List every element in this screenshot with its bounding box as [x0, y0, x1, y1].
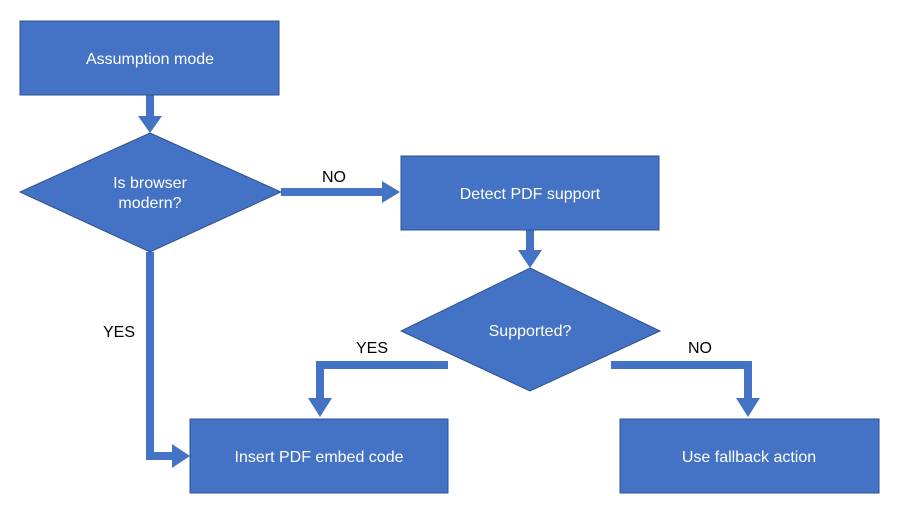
decision-browser-modern: Is browser modern? [18, 132, 283, 253]
node-assumption-mode-label: Assumption mode [86, 51, 214, 68]
edge-label-browser-yes: YES [103, 324, 135, 341]
arrowhead-detect-to-supported [518, 250, 542, 268]
decision-supported-label: Supported? [489, 323, 572, 340]
edge-label-supported-no: NO [688, 340, 712, 357]
decision-browser-modern-line1: Is browser [113, 175, 187, 192]
edge-label-supported-yes: YES [356, 340, 388, 357]
node-use-fallback-action: Use fallback action [619, 418, 880, 494]
decision-browser-modern-line2: modern? [118, 195, 181, 212]
connector-supported-yes [316, 361, 448, 400]
arrowhead-browser-yes [172, 444, 190, 468]
node-detect-pdf-support: Detect PDF support [400, 155, 660, 231]
node-insert-pdf-embed-code-label: Insert PDF embed code [235, 449, 404, 466]
node-use-fallback-action-label: Use fallback action [682, 449, 816, 466]
connector-browser-yes [146, 252, 174, 460]
node-assumption-mode: Assumption mode [19, 20, 280, 96]
node-insert-pdf-embed-code: Insert PDF embed code [189, 418, 449, 494]
arrowhead-browser-no [382, 181, 400, 203]
decision-supported: Supported? [399, 267, 662, 392]
edge-label-browser-no: NO [322, 169, 346, 186]
arrowhead-assumption-to-decision [138, 116, 162, 133]
connector-supported-no [611, 361, 752, 400]
arrowhead-supported-yes [308, 398, 332, 417]
arrowhead-supported-no [736, 398, 760, 417]
node-detect-pdf-support-label: Detect PDF support [460, 186, 601, 203]
